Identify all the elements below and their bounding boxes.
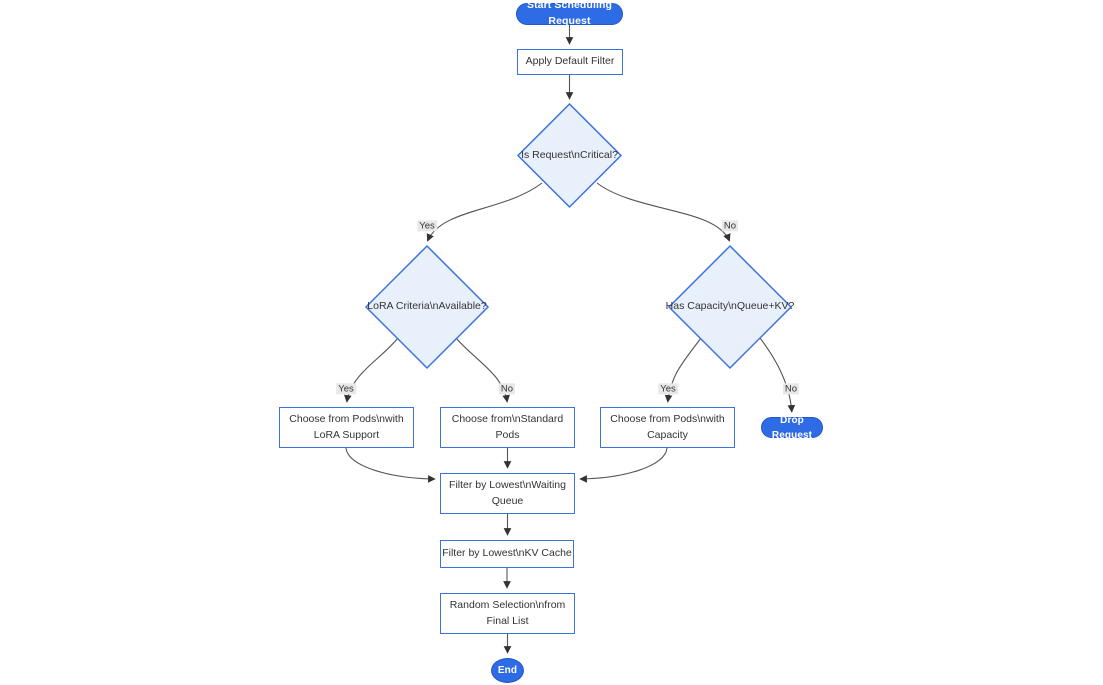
edge-label-critical-yes: Yes: [417, 220, 437, 232]
choose-capacity-pods-label: Choose from Pods\nwith Capacity: [610, 412, 725, 441]
choose-standard-pods-node: Choose from\nStandard Pods: [440, 407, 575, 448]
choose-lora-pods-label: Choose from Pods\nwith LoRA Support: [289, 412, 404, 441]
random-selection-node: Random Selection\nfrom Final List: [440, 593, 575, 634]
choose-capacity-pods-node: Choose from Pods\nwith Capacity: [600, 407, 735, 448]
edge-label-lora-yes: Yes: [336, 383, 356, 395]
start-node: Start Scheduling Request: [516, 0, 623, 27]
apply-default-filter-label: Apply Default Filter: [525, 55, 615, 68]
edge-label-capacity-no: No: [782, 383, 800, 395]
decision-lora-criteria-node: LoRA Criteria\nAvailable?: [366, 246, 488, 368]
decision-lora-criteria-label: LoRA Criteria\nAvailable?: [367, 300, 487, 313]
apply-default-filter-node: Apply Default Filter: [517, 49, 623, 75]
edge-capacitypods-to-filterqueue: [579, 447, 668, 483]
decision-is-critical-label: Is Request\nCritical?: [521, 148, 618, 161]
filter-waiting-queue-node: Filter by Lowest\nWaiting Queue: [440, 473, 575, 514]
decision-is-critical-shape: [516, 102, 623, 209]
decision-is-critical-node: Is Request\nCritical?: [519, 104, 620, 207]
edge-capacity-no: [759, 337, 796, 413]
edge-lorapods-to-filterqueue: [345, 447, 436, 483]
choose-lora-pods-node: Choose from Pods\nwith LoRA Support: [279, 407, 414, 448]
decision-has-capacity-label: Has Capacity\nQueue+KV?: [665, 300, 795, 313]
start-node-label: Start Scheduling Request: [526, 0, 613, 27]
edge-label-capacity-yes: Yes: [658, 383, 678, 395]
edge-label-lora-no: No: [498, 383, 516, 395]
drop-request-node: Drop Request: [761, 415, 823, 441]
filter-kv-cache-node: Filter by Lowest\nKV Cache: [440, 540, 574, 568]
end-node-label: End: [497, 665, 518, 676]
decision-lora-criteria-shape: [364, 244, 490, 370]
choose-standard-pods-label: Choose from\nStandard Pods: [451, 412, 564, 441]
decision-has-capacity-node: Has Capacity\nQueue+KV?: [666, 246, 795, 368]
random-selection-label: Random Selection\nfrom Final List: [449, 598, 566, 627]
drop-request-label: Drop Request: [771, 414, 813, 441]
filter-waiting-queue-label: Filter by Lowest\nWaiting Queue: [449, 478, 566, 507]
edge-label-critical-no: No: [721, 220, 739, 232]
filter-kv-cache-label: Filter by Lowest\nKV Cache: [442, 547, 572, 560]
decision-has-capacity-shape: [667, 244, 793, 370]
end-node: End: [491, 658, 524, 683]
